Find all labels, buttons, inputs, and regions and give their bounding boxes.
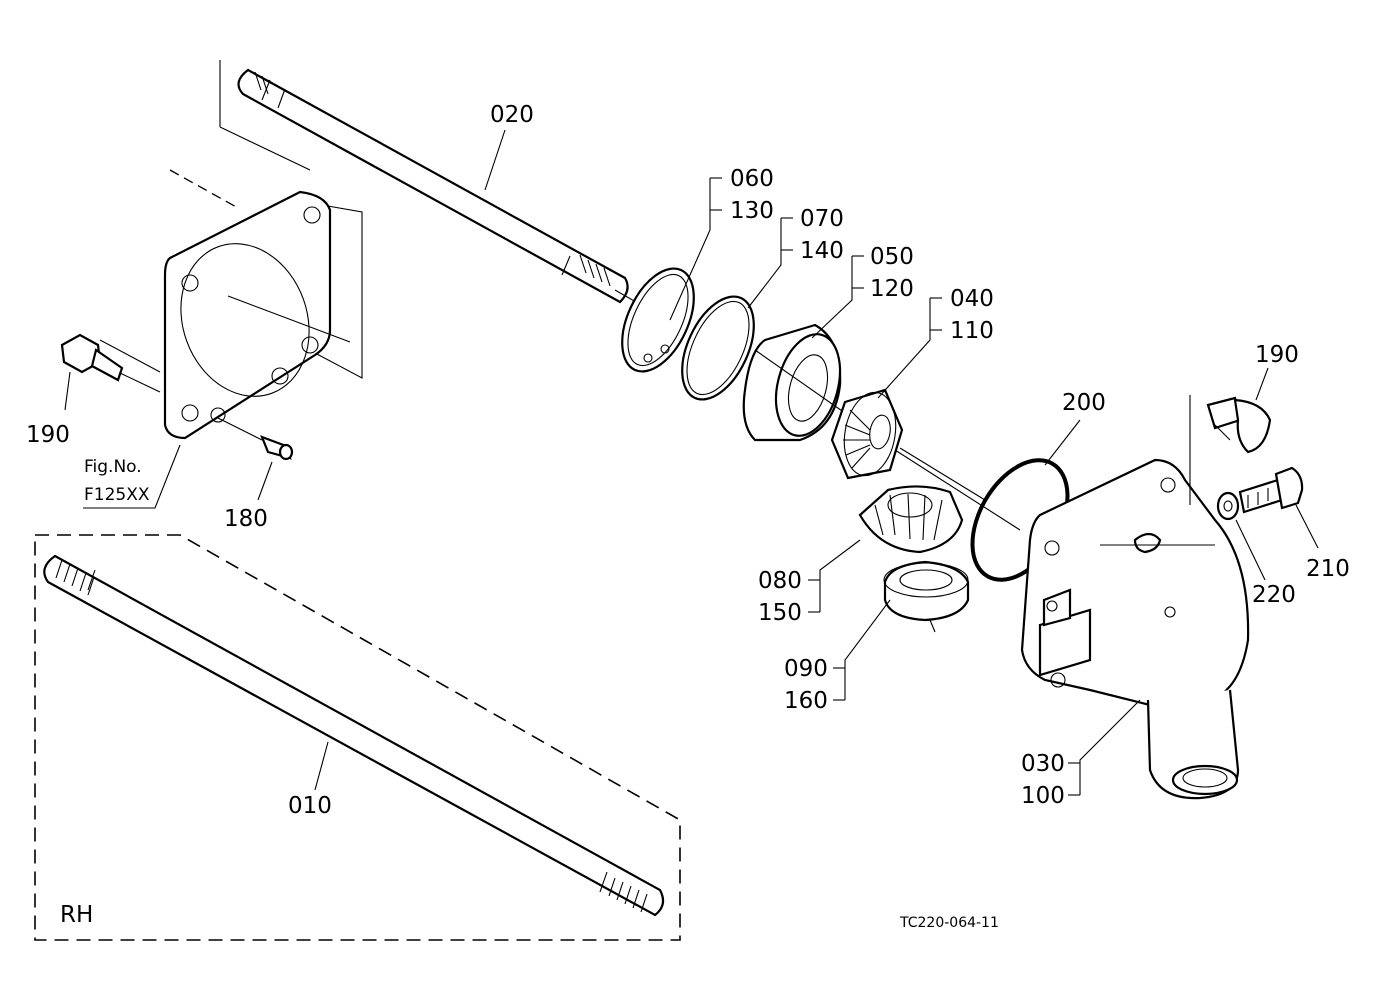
label-050[interactable]: 050: [870, 244, 914, 270]
ball-bearing-090[interactable]: [883, 560, 970, 633]
label-030[interactable]: 030: [1021, 751, 1065, 777]
bolt-210[interactable]: [1238, 466, 1304, 514]
group-label-rh: RH: [60, 902, 93, 928]
washer-220[interactable]: [1216, 491, 1240, 521]
label-110[interactable]: 110: [950, 318, 994, 344]
label-010[interactable]: 010: [288, 793, 332, 819]
fig-ref-line1: Fig.No.: [84, 457, 142, 477]
snap-ring-060[interactable]: [608, 257, 709, 382]
figure-code: TC220-064-11: [899, 915, 999, 931]
axle-shaft-010[interactable]: [43, 554, 665, 917]
ball-bearing-050[interactable]: [742, 323, 856, 443]
ring-070[interactable]: [668, 285, 769, 410]
label-070[interactable]: 070: [800, 206, 844, 232]
bolt-190-right[interactable]: [1206, 396, 1272, 454]
label-020[interactable]: 020: [490, 102, 534, 128]
bolt-190-left[interactable]: [60, 333, 161, 393]
label-190-left[interactable]: 190: [26, 422, 70, 448]
label-180[interactable]: 180: [224, 506, 268, 532]
label-140[interactable]: 140: [800, 238, 844, 264]
label-100[interactable]: 100: [1021, 783, 1065, 809]
label-120[interactable]: 120: [870, 276, 914, 302]
side-gear-080[interactable]: [858, 485, 964, 554]
label-220[interactable]: 220: [1252, 582, 1296, 608]
label-060[interactable]: 060: [730, 166, 774, 192]
label-090[interactable]: 090: [784, 656, 828, 682]
label-190-right[interactable]: 190: [1255, 342, 1299, 368]
label-160[interactable]: 160: [784, 688, 828, 714]
label-150[interactable]: 150: [758, 600, 802, 626]
label-200[interactable]: 200: [1062, 390, 1106, 416]
axle-housing-030[interactable]: [1020, 395, 1250, 800]
label-040[interactable]: 040: [950, 286, 994, 312]
label-210[interactable]: 210: [1306, 556, 1350, 582]
label-130[interactable]: 130: [730, 198, 774, 224]
gasket-plate: [163, 169, 363, 440]
bevel-gear-040[interactable]: [830, 388, 1021, 531]
label-080[interactable]: 080: [758, 568, 802, 594]
dowel-pin-180[interactable]: [217, 417, 294, 461]
leader-lines: [64, 129, 1319, 796]
fig-ref-line2[interactable]: F125XX: [84, 485, 150, 505]
rh-group-boundary: [34, 534, 681, 941]
axle-shaft-020[interactable]: [219, 60, 651, 311]
